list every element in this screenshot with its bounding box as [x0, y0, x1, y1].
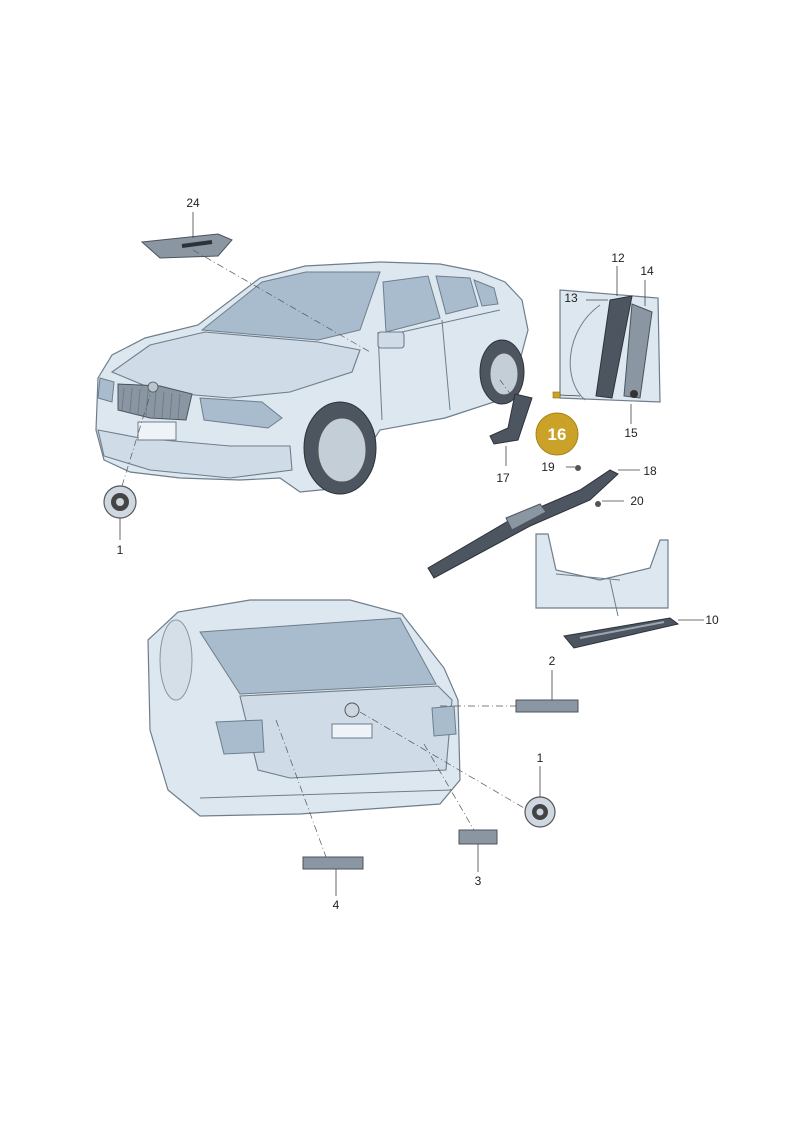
highlight-badge[interactable]: [535, 412, 579, 456]
part-16-clip: [552, 391, 581, 399]
callout-20: 20: [630, 494, 644, 508]
part-10-sill-plate: [535, 533, 704, 649]
callout-12: 12: [611, 251, 625, 265]
callout-3: 3: [475, 874, 482, 888]
part-1-front-emblem: [103, 394, 151, 540]
callout-15: 15: [624, 426, 638, 440]
part-3-badge: [423, 743, 498, 872]
part-1-rear-emblem: [359, 711, 556, 828]
part-4-badge: [275, 719, 364, 896]
pillar-detail: [559, 266, 661, 424]
callout-1-rear: 1: [537, 751, 544, 765]
callout-4: 4: [333, 898, 340, 912]
part-18-sill-trim: [427, 465, 640, 579]
callout-24: 24: [186, 196, 200, 210]
callout-10: 10: [705, 613, 719, 627]
car-front-view: [95, 261, 529, 495]
callout-16[interactable]: 16: [548, 425, 567, 444]
part-17-mud-flap: [489, 379, 533, 466]
callout-17: 17: [496, 471, 510, 485]
callout-13: 13: [564, 291, 578, 305]
part-24-side-trim: [140, 212, 371, 353]
callout-18: 18: [643, 464, 657, 478]
part-2-badge: [440, 670, 579, 713]
callout-2: 2: [549, 654, 556, 668]
callout-19: 19: [541, 460, 555, 474]
callout-14: 14: [640, 264, 654, 278]
callout-1-front: 1: [117, 543, 124, 557]
car-rear-view: [147, 599, 461, 817]
